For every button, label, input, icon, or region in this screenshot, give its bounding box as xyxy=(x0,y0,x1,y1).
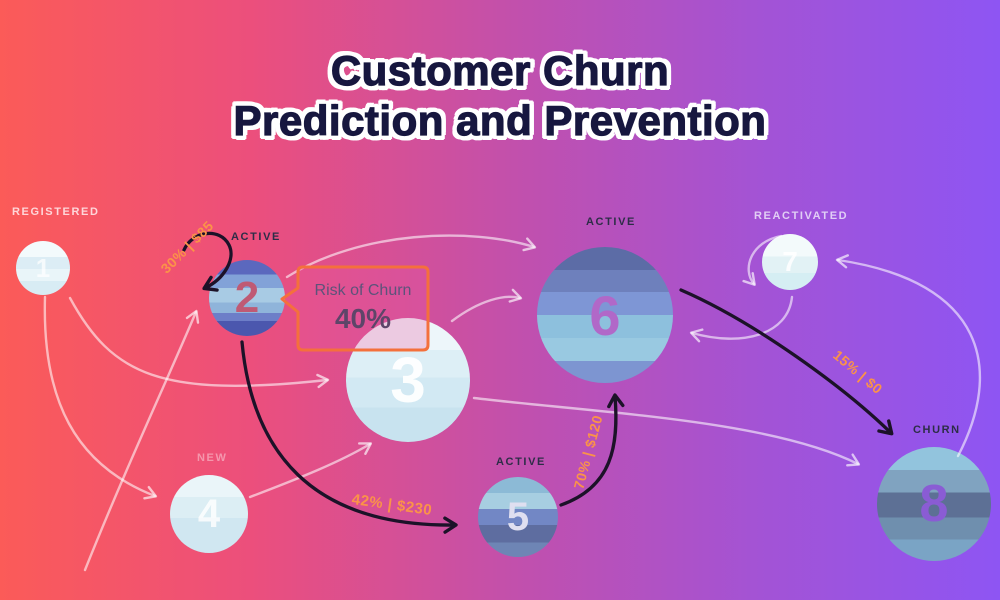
node-circle-new: 4 xyxy=(170,475,248,553)
node-label-active-6: ACTIVE xyxy=(586,216,636,228)
arrow-6-to-8 xyxy=(679,288,894,436)
arrow-3-to-6 xyxy=(450,288,523,323)
arrow-1-to-4 xyxy=(43,295,158,500)
page-title-line2: Prediction and Prevention xyxy=(233,96,767,144)
node-number-4: 4 xyxy=(197,491,221,536)
node-circle-active-6: 6 xyxy=(537,247,673,383)
page-title-line1: Customer Churn xyxy=(330,46,670,94)
page-title: Customer Churn Prediction and Prevention xyxy=(0,46,1000,146)
node-label-reactivated: REACTIVATED xyxy=(754,210,849,222)
node-number-3: 3 xyxy=(390,344,426,416)
arrow-8-to-7 xyxy=(835,254,982,458)
risk-callout: Risk of Churn 40% xyxy=(298,267,428,350)
node-number-2: 2 xyxy=(234,273,260,322)
node-circle-3: 3 xyxy=(346,318,470,442)
node-label-active-2: ACTIVE xyxy=(231,231,281,243)
node-circle-reactivated: 7 xyxy=(762,234,818,290)
node-circle-registered: 1 xyxy=(16,241,70,295)
arrow-7-to-6 xyxy=(689,295,794,343)
arrow-1-to-3 xyxy=(68,296,330,389)
node-circle-churn: 8 xyxy=(877,447,991,561)
arrow-4-to-3 xyxy=(248,442,373,499)
node-label-churn: CHURN xyxy=(913,424,961,436)
node-number-1: 1 xyxy=(35,252,51,283)
node-number-6: 6 xyxy=(589,283,621,347)
risk-callout-value: 40% xyxy=(334,303,392,334)
node-circle-active-2: 2 xyxy=(209,260,285,336)
node-label-new: NEW xyxy=(197,452,228,464)
risk-callout-title: Risk of Churn xyxy=(314,282,412,299)
arrow-2-to-5 xyxy=(240,340,458,534)
node-number-5: 5 xyxy=(506,494,530,539)
arrow-3-to-8 xyxy=(472,396,861,467)
node-number-8: 8 xyxy=(919,475,949,533)
arrow-5-to-6 xyxy=(559,393,625,507)
node-number-7: 7 xyxy=(782,246,798,277)
risk-callout-bubble xyxy=(280,265,430,352)
arrow-curl-to-2 xyxy=(182,231,233,292)
node-circle-active-5: 5 xyxy=(478,477,558,557)
arrow-1-to-2 xyxy=(83,309,200,572)
arrow-2-to-6 xyxy=(285,234,537,279)
node-label-active-5: ACTIVE xyxy=(496,456,546,468)
node-label-registered: REGISTERED xyxy=(12,206,100,218)
arrow-7-loop xyxy=(742,234,783,286)
